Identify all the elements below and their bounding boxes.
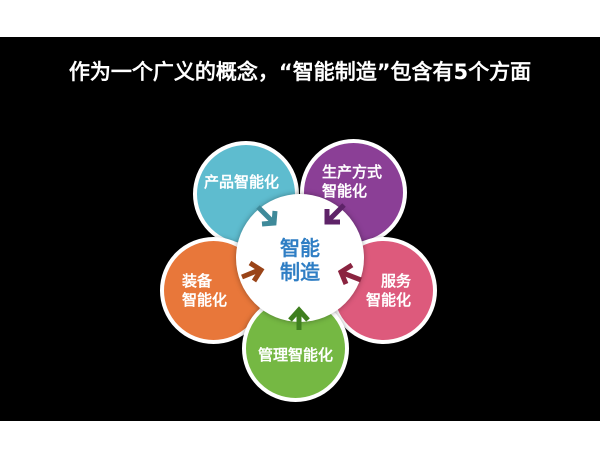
petal-label-equipment-line1: 装备 [182, 272, 213, 290]
arrow-icon-service [337, 262, 362, 285]
petal-label-product: 产品智能化 [204, 173, 279, 192]
arrow-icon-equipment [241, 260, 265, 283]
petal-label-production-line1: 生产方式 [322, 163, 383, 181]
arrow-icon-management [288, 306, 310, 330]
petal-label-product-line1: 产品智能化 [204, 173, 280, 191]
petal-label-equipment: 装备 智能化 [182, 272, 227, 310]
center-label: 智能 制造 [260, 236, 340, 284]
petal-label-production: 生产方式 智能化 [322, 163, 382, 201]
petal-label-production-line2: 智能化 [322, 182, 368, 200]
petal-label-service: 服务 智能化 [366, 272, 411, 310]
arrow-icon-product [256, 205, 278, 227]
petal-label-management: 管理智能化 [258, 346, 333, 365]
center-label-line1: 智能 [280, 236, 320, 260]
petal-label-equipment-line2: 智能化 [182, 291, 228, 309]
center-label-line2: 制造 [280, 260, 320, 284]
petal-label-management-line1: 管理智能化 [258, 346, 334, 364]
arrow-icon-production [324, 203, 346, 225]
slide-title: 作为一个广义的概念，“智能制造”包含有5个方面 [68, 60, 532, 84]
petal-label-service-line1: 服务 [381, 272, 412, 290]
center-circle [236, 194, 364, 322]
petal-label-service-line2: 智能化 [366, 291, 412, 309]
